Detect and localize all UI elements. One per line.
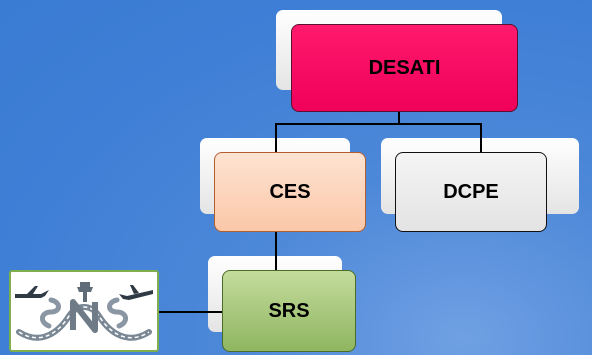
sns-airport-logo-icon xyxy=(15,282,153,341)
connector-horizontal xyxy=(275,123,482,125)
connector-root-down xyxy=(398,112,400,124)
connector-to-dcpe xyxy=(480,123,482,152)
srs-label: SRS xyxy=(268,299,310,322)
ces-node[interactable]: CES xyxy=(214,152,366,232)
srs-node[interactable]: SRS xyxy=(222,270,356,352)
desati-node[interactable]: DESATI xyxy=(291,24,518,112)
dcpe-label: DCPE xyxy=(443,180,499,203)
connector-logo-srs xyxy=(159,311,222,313)
connector-to-ces xyxy=(275,123,277,152)
desati-label: DESATI xyxy=(368,56,441,79)
ces-label: CES xyxy=(269,180,311,203)
dcpe-node[interactable]: DCPE xyxy=(395,152,547,232)
connector-ces-down xyxy=(275,232,277,270)
sns-airport-logo xyxy=(9,270,159,352)
